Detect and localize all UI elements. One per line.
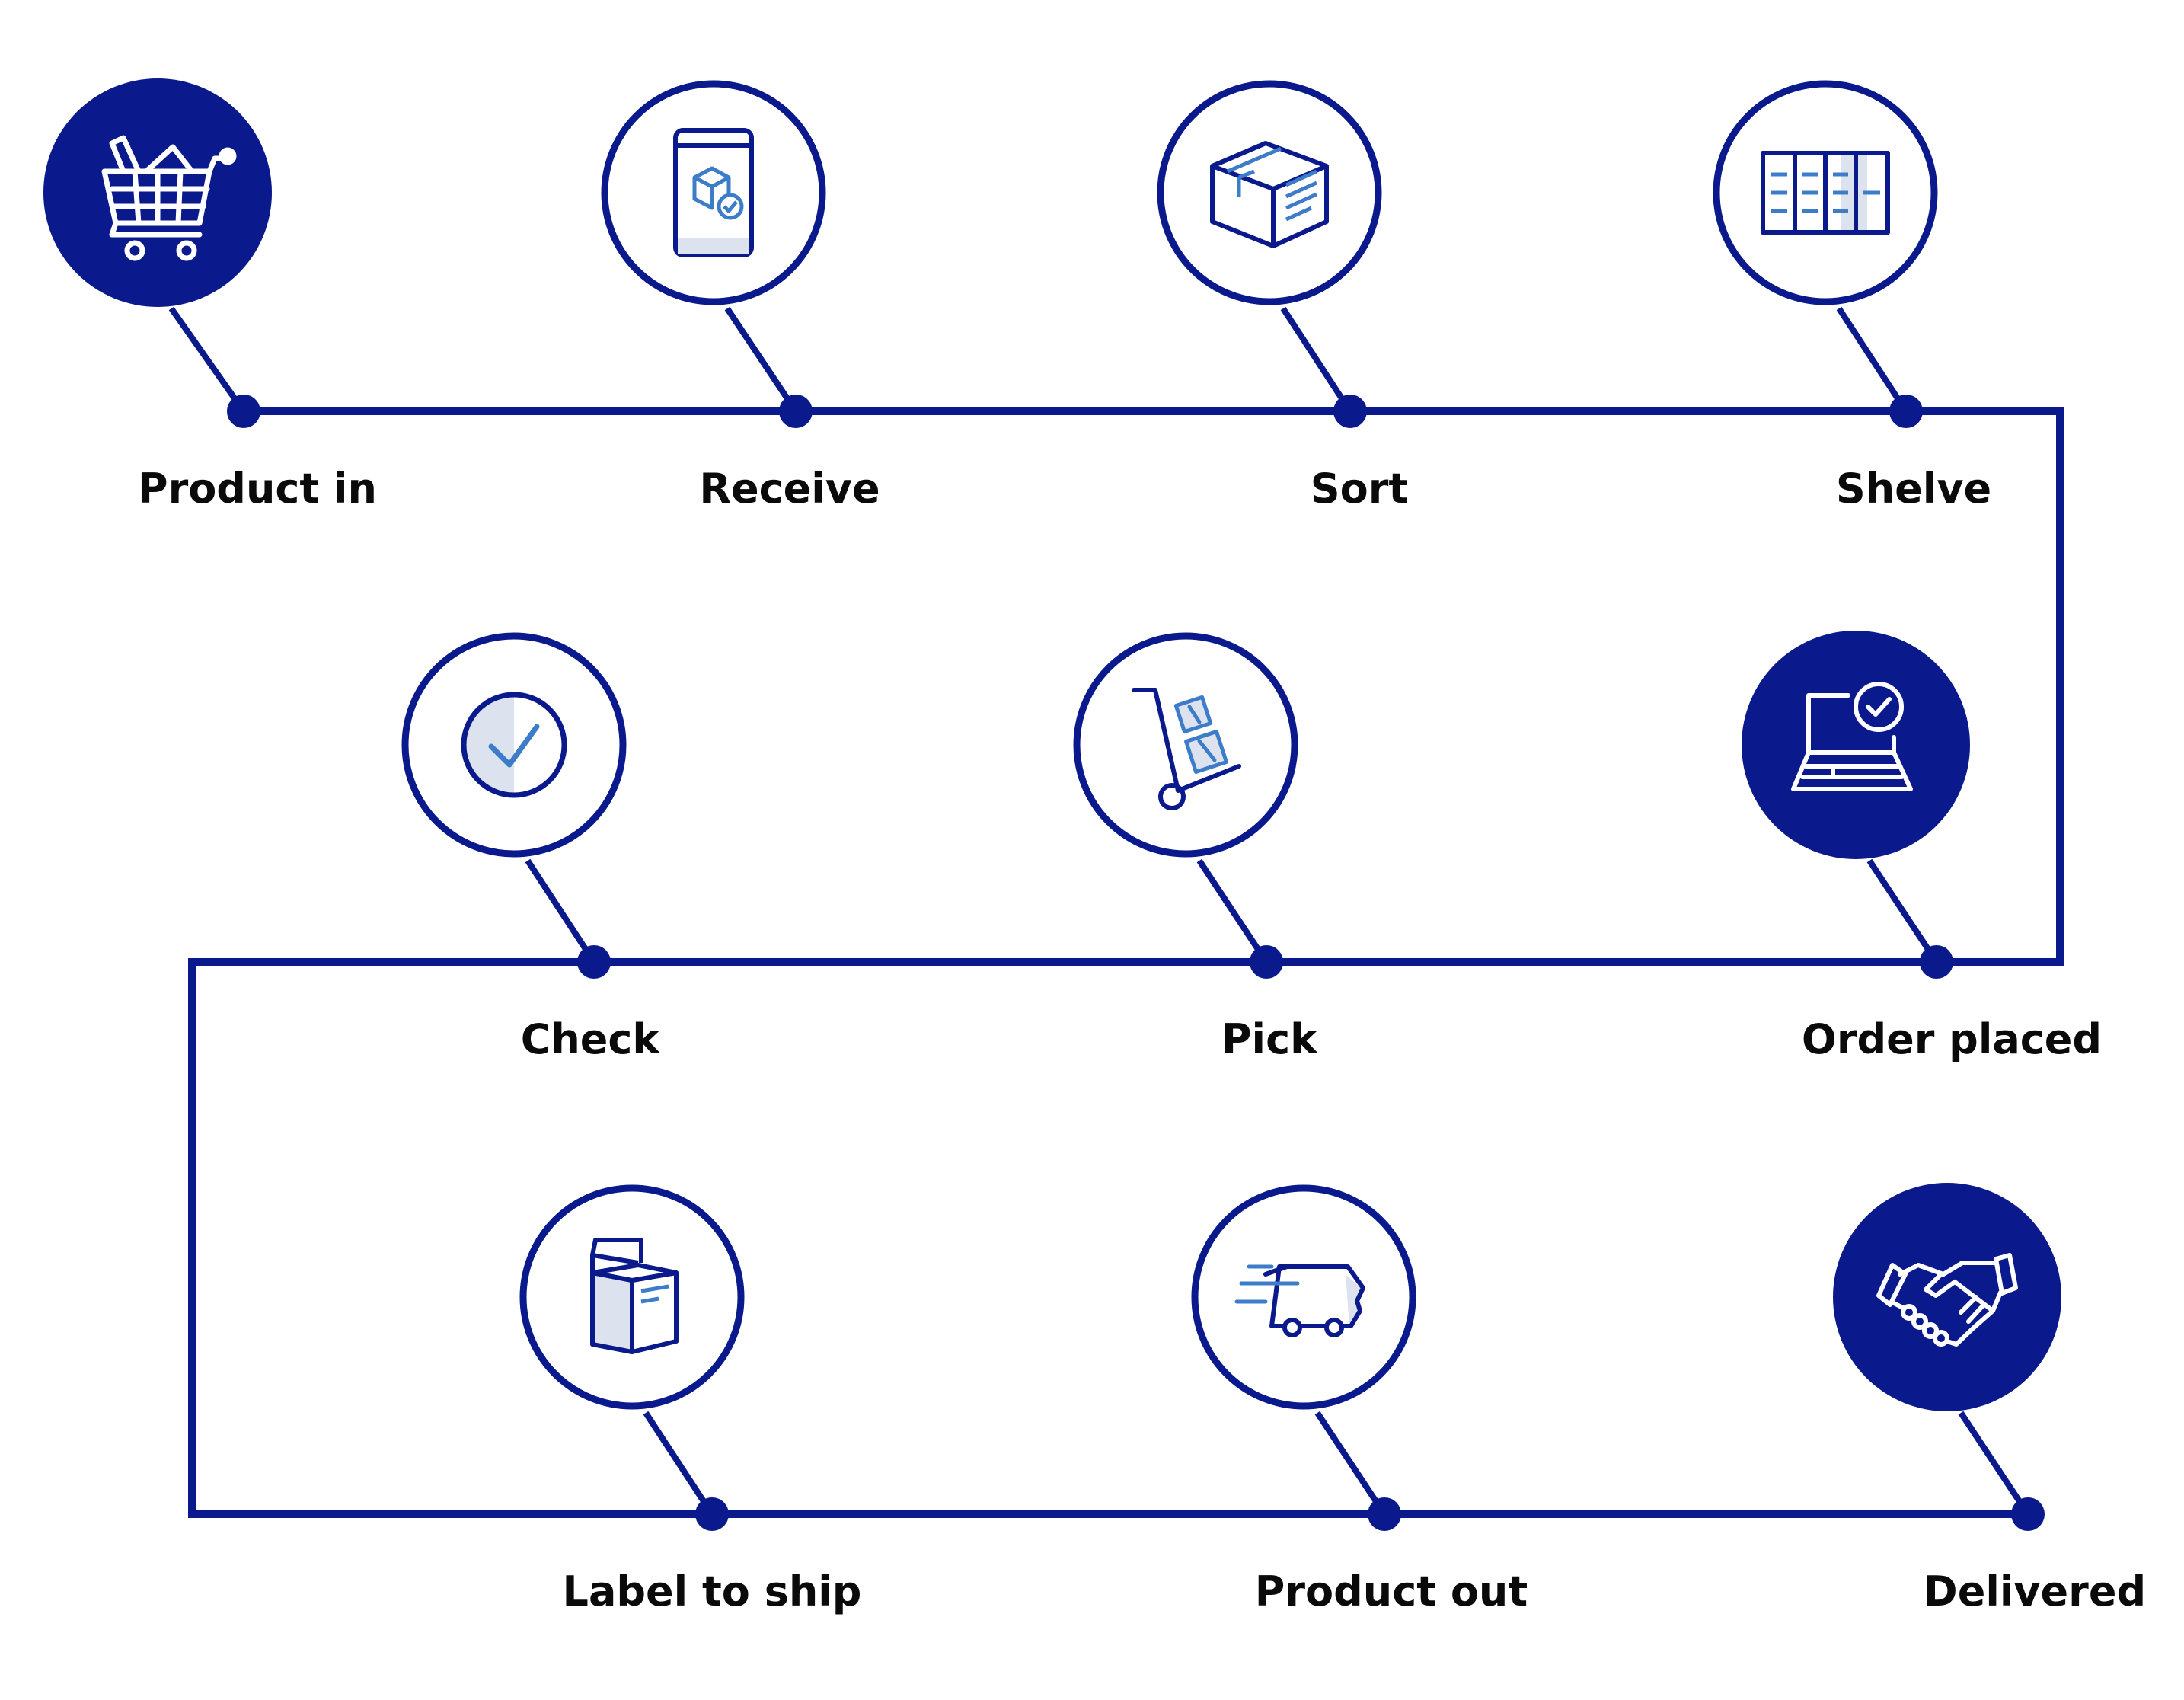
step-label: Product in [138,465,377,513]
step-node-dot [1889,395,1923,428]
connector-stem [724,306,799,414]
connector-stem [168,306,247,414]
step-node-dot [1250,945,1283,979]
connector-stem [1314,1411,1387,1516]
connector-stem [1280,306,1353,414]
step-delivered: Delivered [1833,1183,2146,1615]
step-node-dot [1368,1497,1401,1531]
connector-stem [1866,858,1940,964]
step-circle [1742,631,1970,859]
step-receive: Receive [601,80,880,513]
shelves-icon [1761,151,1890,235]
step-node-dot [2011,1497,2045,1531]
checkmark-icon [461,692,567,798]
step-label: Label to ship [563,1567,862,1615]
step-node-dot [1920,945,1953,979]
step-label-to-ship: Label to ship [519,1184,862,1615]
flow-track [188,407,2064,1518]
connector-stem [1836,306,1909,414]
connector-stem [1196,858,1269,964]
step-label: Order placed [1802,1015,2102,1063]
mobile-package-icon [673,128,754,257]
step-label: Check [521,1015,661,1063]
step-circle [1191,1184,1416,1410]
step-label: Shelve [1836,465,1991,513]
step-node-dot [1333,395,1367,428]
step-node-dot [695,1497,729,1531]
step-node-dot [577,945,611,979]
step-circle [1833,1183,2061,1411]
step-shelve: Shelve [1713,80,1991,513]
shipping-box-icon [590,1238,679,1354]
step-label: Sort [1311,465,1408,513]
step-pick: Pick [1073,632,1318,1063]
step-node-dot [779,395,813,428]
hand-truck-icon [1132,688,1241,810]
step-check: Check [401,632,661,1063]
box-icon [1210,141,1329,248]
step-product-out: Product out [1191,1184,1528,1615]
step-label: Delivered [1924,1567,2146,1615]
connector-stem [525,858,597,964]
step-product-in: Product in [43,78,377,513]
step-label: Product out [1255,1567,1528,1615]
step-node-dot [227,395,260,428]
connector-stem [643,1411,715,1516]
connector-stem [1958,1411,2031,1516]
step-label: Receive [699,465,880,513]
laptop-check-icon [1791,682,1913,791]
delivery-van-icon [1234,1264,1365,1337]
step-circle [1157,80,1382,305]
handshake-icon [1876,1253,2018,1347]
step-label: Pick [1221,1015,1318,1063]
step-sort: Sort [1157,80,1408,513]
step-order-placed: Order placed [1742,631,2102,1063]
shopping-cart-icon [101,135,237,261]
